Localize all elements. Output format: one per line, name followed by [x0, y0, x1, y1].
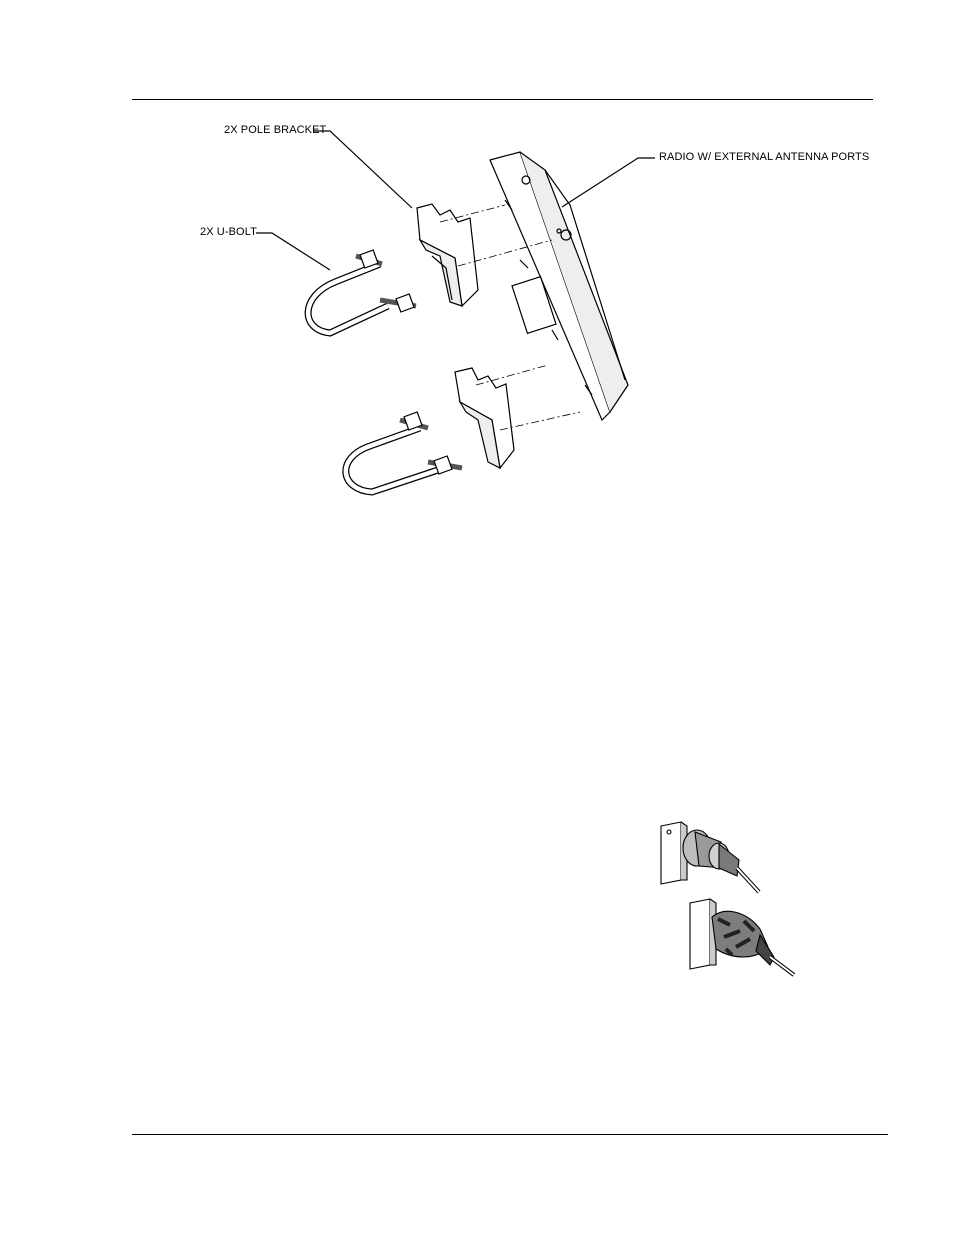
radio-callout: RADIO W/ EXTERNAL ANTENNA PORTS: [659, 151, 869, 163]
mounting-assembly-drawing: [0, 0, 954, 560]
connector-before-weatherproofing-icon: [655, 820, 765, 895]
connector-after-weatherproofing-icon: [686, 895, 800, 977]
u-bolt-callout: 2X U-BOLT: [200, 226, 257, 238]
footer-rule: [132, 1134, 888, 1135]
pole-bracket-callout: 2X POLE BRACKET: [224, 124, 326, 136]
